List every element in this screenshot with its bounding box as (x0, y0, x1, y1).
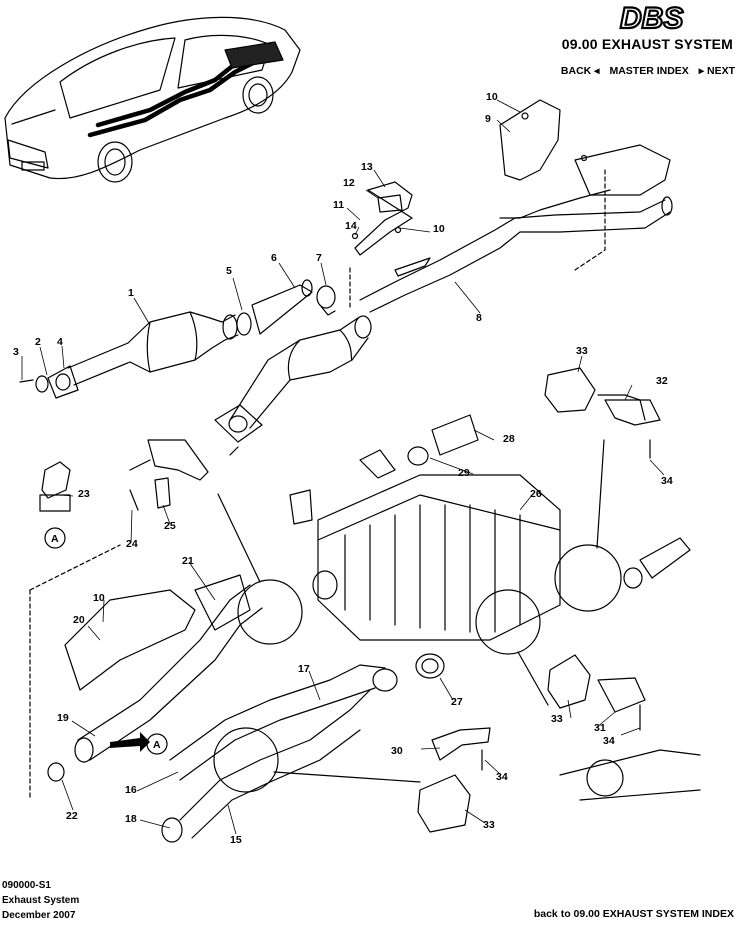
callout-part-26[interactable]: 26 (530, 488, 542, 500)
callout-part-3[interactable]: 3 (13, 346, 19, 358)
callout-part-34[interactable]: 34 (603, 735, 615, 747)
callout-part-29[interactable]: 29 (458, 467, 470, 479)
callout-part-17[interactable]: 17 (298, 663, 310, 675)
callout-part-10[interactable]: 10 (433, 223, 445, 235)
callout-part-22[interactable]: 22 (66, 810, 78, 822)
view-a-marker (146, 733, 168, 755)
callout-part-33[interactable]: 33 (483, 819, 495, 831)
callout-part-2[interactable]: 2 (35, 336, 41, 348)
callout-part-4[interactable]: 4 (57, 336, 63, 348)
callout-part-21[interactable]: 21 (182, 555, 194, 567)
view-a-label: A (51, 533, 59, 545)
callout-part-34[interactable]: 34 (496, 771, 508, 783)
tail-pipe-assembly (47, 574, 398, 843)
callout-part-24[interactable]: 24 (126, 538, 138, 550)
callout-part-11[interactable]: 11 (333, 199, 344, 211)
callout-part-15[interactable]: 15 (230, 834, 242, 846)
front-catalyst-pipe (19, 311, 239, 399)
callout-part-34[interactable]: 34 (661, 475, 673, 487)
second-catalyst-pipe (214, 315, 372, 456)
callout-part-33[interactable]: 33 (551, 713, 563, 725)
callout-part-9[interactable]: 9 (485, 113, 491, 125)
navigation-bar: BACK ◂ MASTER INDEX ▸ NEXT (561, 65, 735, 77)
callout-part-14[interactable]: 14 (345, 220, 357, 232)
section-title: 09.00 EXHAUST SYSTEM (561, 36, 733, 52)
dbs-logo: DBS (619, 1, 685, 32)
callout-part-25[interactable]: 25 (164, 520, 176, 532)
master-index-link[interactable]: MASTER INDEX (609, 65, 689, 77)
view-a-label: A (153, 739, 161, 751)
callout-part-18[interactable]: 18 (125, 813, 137, 825)
y-pipe-assembly (359, 189, 673, 313)
back-to-index-link[interactable]: back to 09.00 EXHAUST SYSTEM INDEX (533, 908, 734, 920)
arrow-to-view-a (110, 732, 150, 752)
callout-part-6[interactable]: 6 (271, 252, 277, 264)
callout-part-33[interactable]: 33 (576, 345, 588, 357)
callout-part-30[interactable]: 30 (391, 745, 403, 757)
rear-silencer (289, 449, 561, 641)
callout-part-12[interactable]: 12 (343, 177, 355, 189)
callout-part-19[interactable]: 19 (57, 712, 69, 724)
callout-part-8[interactable]: 8 (476, 312, 482, 324)
next-link[interactable]: ▸ NEXT (698, 65, 735, 77)
callout-part-20[interactable]: 20 (73, 614, 85, 626)
callout-part-27[interactable]: 27 (451, 696, 463, 708)
car-illustration (4, 16, 301, 183)
callout-part-7[interactable]: 7 (316, 252, 322, 264)
callout-part-31[interactable]: 31 (594, 722, 606, 734)
callout-part-1[interactable]: 1 (128, 287, 134, 299)
callout-part-10[interactable]: 10 (93, 592, 105, 604)
callout-part-28[interactable]: 28 (503, 433, 515, 445)
callout-part-5[interactable]: 5 (226, 265, 232, 277)
callout-part-10[interactable]: 10 (486, 91, 498, 103)
document-title: Exhaust System (2, 895, 80, 906)
document-info: 090000-S1 Exhaust System December 2007 (2, 878, 79, 923)
callout-part-32[interactable]: 32 (656, 375, 668, 387)
back-link[interactable]: BACK ◂ (560, 65, 600, 77)
dbs-logo-text: DBS (620, 2, 683, 32)
document-date: December 2007 (2, 910, 76, 921)
document-number: 090000-S1 (2, 880, 51, 891)
callout-part-23[interactable]: 23 (78, 488, 90, 500)
callout-part-13[interactable]: 13 (361, 161, 373, 173)
view-a-marker (44, 527, 66, 549)
callout-part-16[interactable]: 16 (125, 784, 137, 796)
